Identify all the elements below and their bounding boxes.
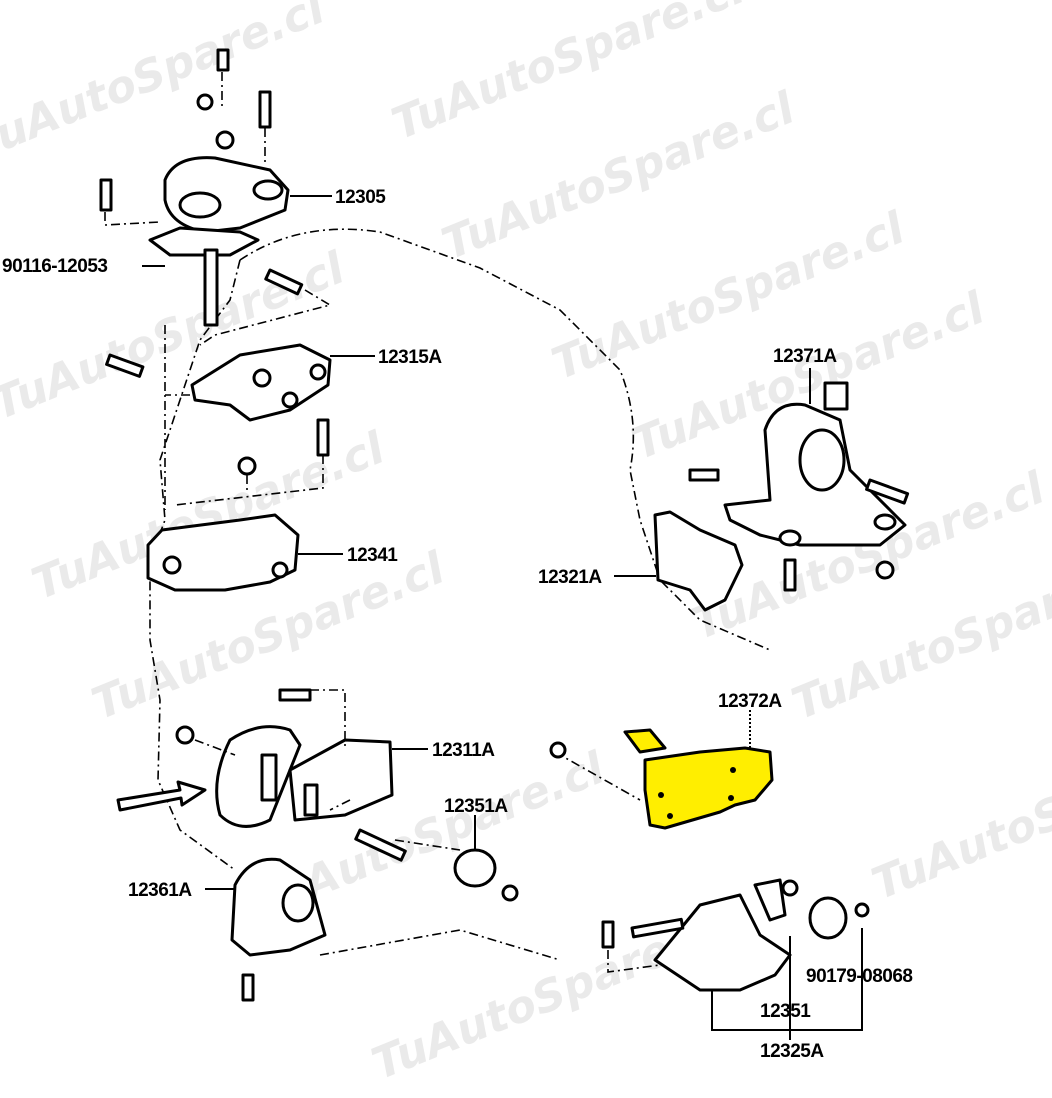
part-12351A-bushing bbox=[453, 848, 497, 888]
part-12311A-mount bbox=[175, 688, 407, 862]
label-90116-12053: 90116-12053 bbox=[2, 256, 107, 277]
leader-lines bbox=[142, 195, 863, 1040]
label-12351A: 12351A bbox=[444, 796, 508, 817]
part-12371A-mount bbox=[723, 381, 910, 592]
part-labels: 12305 90116-12053 12315A 12341 12321A 12… bbox=[2, 187, 913, 1062]
part-12325A-bracket bbox=[601, 878, 870, 992]
part-12321A-bracket bbox=[653, 510, 744, 612]
label-12325A: 12325A bbox=[760, 1041, 824, 1062]
part-12372A-mount-highlighted bbox=[623, 728, 774, 830]
label-12305: 12305 bbox=[335, 187, 386, 208]
part-12341-bracket bbox=[146, 513, 300, 592]
watermark: TuAutoSpare.cl bbox=[0, 0, 332, 170]
label-90179-08068: 90179-08068 bbox=[806, 966, 913, 987]
part-12305-mount bbox=[148, 93, 290, 327]
label-12341: 12341 bbox=[347, 545, 398, 566]
label-12311A: 12311A bbox=[432, 740, 495, 761]
label-12372A: 12372A bbox=[718, 691, 782, 712]
watermark: TuAutoSpare.cl bbox=[865, 722, 1052, 910]
label-12371A: 12371A bbox=[773, 346, 837, 367]
label-12361A: 12361A bbox=[128, 880, 192, 901]
label-12315A: 12315A bbox=[378, 347, 442, 368]
part-12361A-mount bbox=[230, 857, 327, 1002]
front-arrow-icon bbox=[116, 780, 207, 812]
label-12321A: 12321A bbox=[538, 567, 602, 588]
label-12351: 12351 bbox=[760, 1001, 811, 1022]
